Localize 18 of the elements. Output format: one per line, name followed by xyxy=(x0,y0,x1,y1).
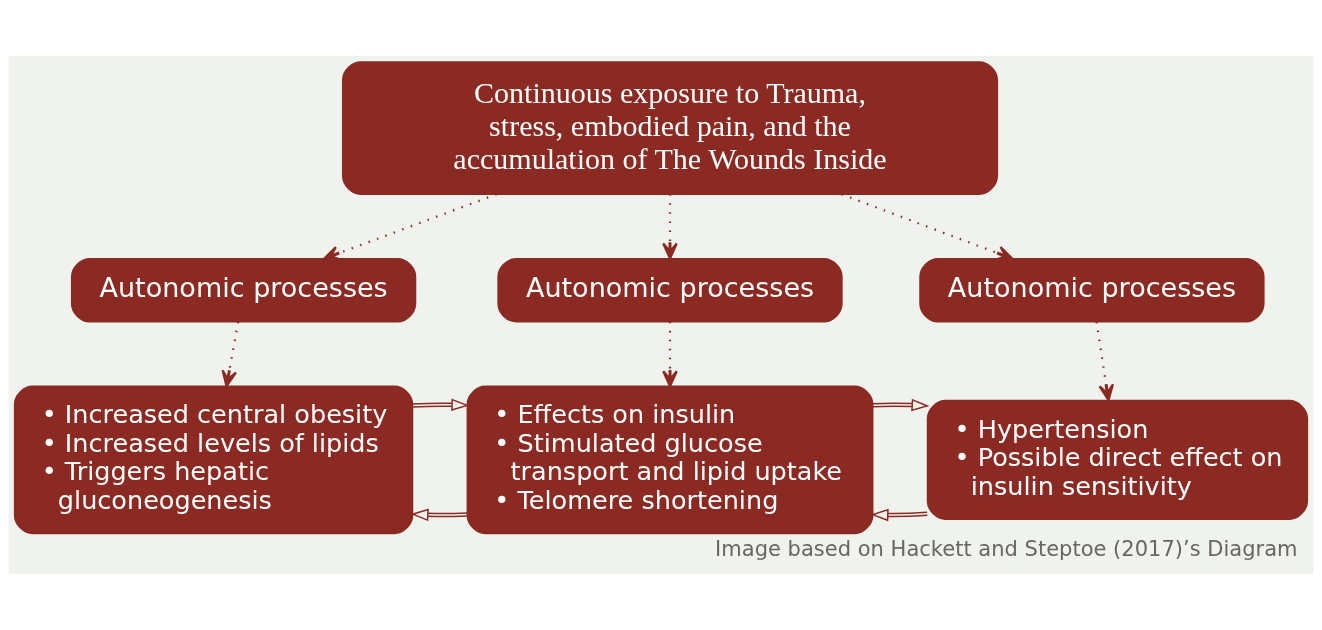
arrow xyxy=(662,321,678,388)
arrow xyxy=(870,508,929,522)
arrow xyxy=(871,398,930,412)
arrow xyxy=(221,321,240,388)
node-box: Continuous exposure to Trauma, stress, embodied pain, and the accumulation of The Wounds Inside xyxy=(341,61,999,195)
node-box: Autonomic processes xyxy=(497,257,843,323)
caption: Image based on Hackett and Steptoe (2017)’s Diagram xyxy=(715,536,1298,562)
arrow xyxy=(841,193,1014,261)
arrow xyxy=(1095,321,1115,402)
node-box: Autonomic processes xyxy=(70,257,417,323)
arrow xyxy=(411,398,470,412)
node-box: • Hypertension • Possible direct effect on insulin sensitivity xyxy=(926,399,1309,520)
node-box: • Increased central obesity • Increased levels of lipids • Triggers hepatic gluconeogenesis xyxy=(13,385,414,535)
arrow xyxy=(323,193,497,261)
arrow xyxy=(410,508,468,522)
node-box: • Effects on insulin • Stimulated glucose transport and lipid uptake • Telomere shortening xyxy=(466,385,874,535)
node-box: Autonomic processes xyxy=(919,257,1265,323)
arrow xyxy=(662,194,678,260)
